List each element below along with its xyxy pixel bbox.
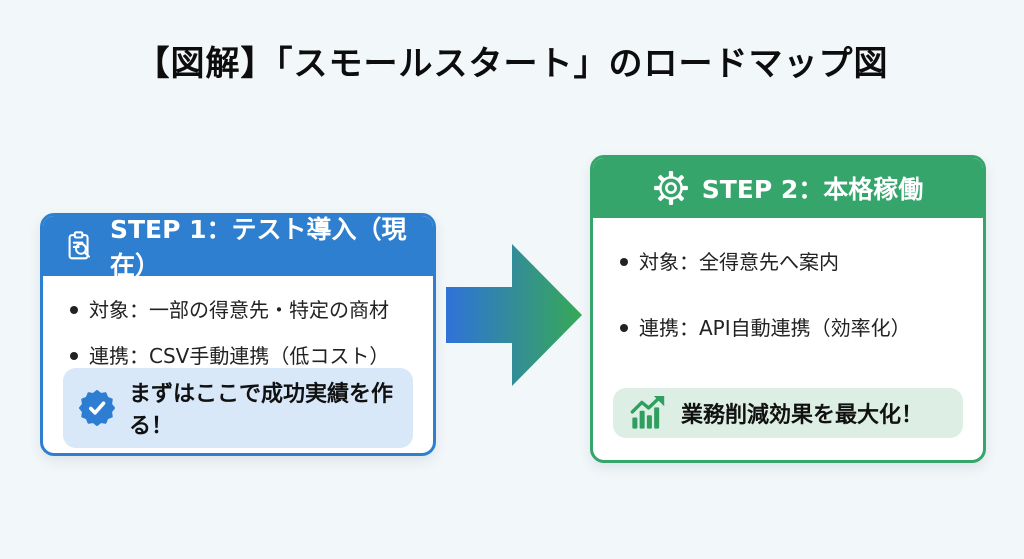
step2-badge-label: 業務削減効果を最大化！ <box>681 403 924 428</box>
step1-highlight-badge: まずはここで成功実績を作る！ <box>63 368 413 448</box>
step2-header: STEP 2：本格稼働 <box>593 158 983 218</box>
page-title: 【図解】「スモールスタート」のロードマップ図 <box>135 44 889 84</box>
step1-bullet-list: 対象：一部の得意先・特定の商材 連携：CSV手動連携（低コスト） <box>63 298 413 368</box>
step2-highlight-badge: 業務削減効果を最大化！ <box>613 388 963 438</box>
step2-header-label: STEP 2：本格稼働 <box>701 175 924 204</box>
step1-header-label: STEP 1：テスト導入（現在） <box>110 215 407 280</box>
clipboard-search-icon <box>63 229 97 263</box>
chart-growth-icon <box>629 396 667 430</box>
verified-check-icon <box>79 390 115 426</box>
step2-body: 対象：全得意先へ案内 連携：API自動連携（効率化） 業務削減効果を最大化！ <box>593 218 983 460</box>
step1-body: 対象：一部の得意先・特定の商材 連携：CSV手動連携（低コスト） まずはここで成… <box>43 276 433 453</box>
step-transition-arrow-icon <box>446 244 582 386</box>
step1-bullet-target: 対象：一部の得意先・特定の商材 <box>63 298 413 322</box>
step1-header: STEP 1：テスト導入（現在） <box>43 216 433 280</box>
step2-card: STEP 2：本格稼働 対象：全得意先へ案内 連携：API自動連携（効率化） <box>590 155 986 463</box>
step2-bullet-target: 対象：全得意先へ案内 <box>613 250 963 274</box>
step1-bullet-integration: 連携：CSV手動連携（低コスト） <box>63 344 413 368</box>
step1-badge-label: まずはここで成功実績を作る！ <box>129 382 394 439</box>
step2-bullet-integration: 連携：API自動連携（効率化） <box>613 316 963 340</box>
gear-icon <box>653 170 689 206</box>
step1-card: STEP 1：テスト導入（現在） 対象：一部の得意先・特定の商材 連携：CSV手… <box>40 213 436 456</box>
step2-bullet-list: 対象：全得意先へ案内 連携：API自動連携（効率化） <box>613 250 963 340</box>
